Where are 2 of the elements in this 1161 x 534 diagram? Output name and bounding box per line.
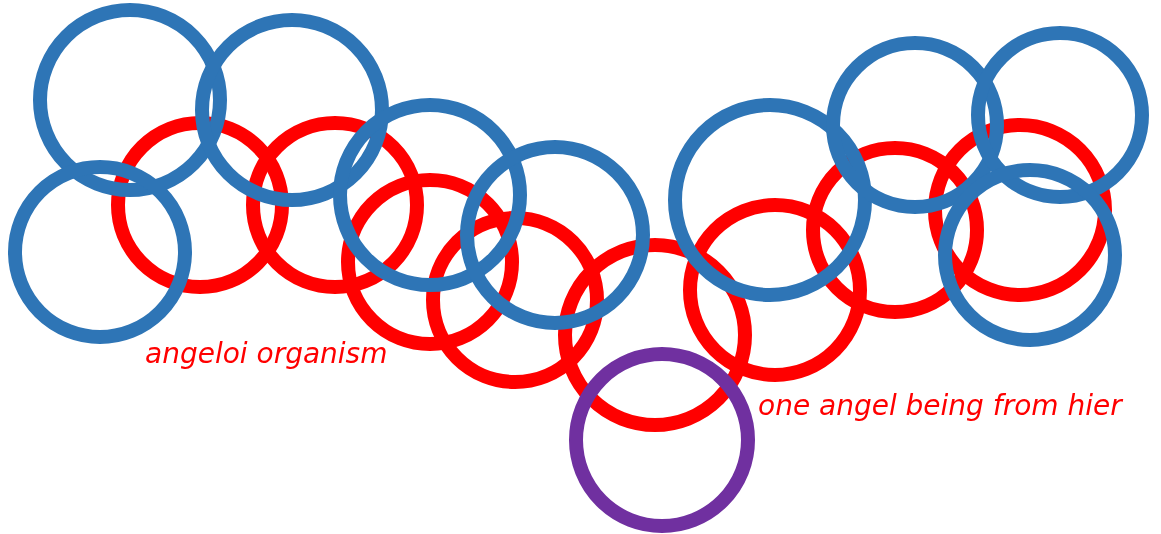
- caption-text: angeloi organism: [145, 340, 388, 368]
- caption-text: one angel being from hier: [758, 392, 1122, 420]
